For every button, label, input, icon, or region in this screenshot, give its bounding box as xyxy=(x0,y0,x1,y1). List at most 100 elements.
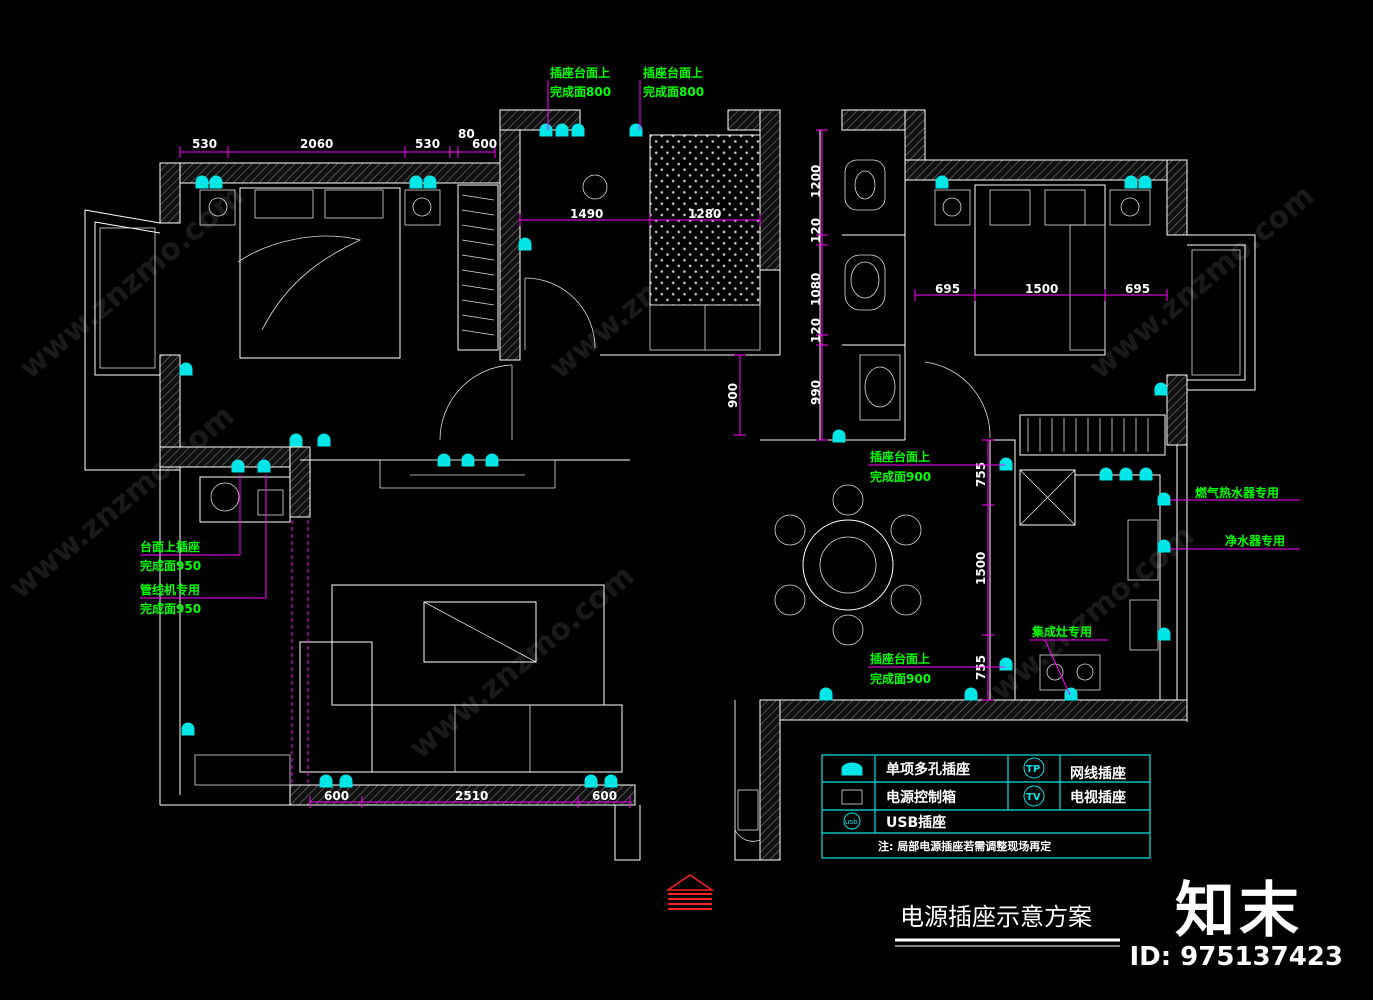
legend: usb TP TV 单项多孔插座 电源控制箱 USB插座 网线插座 电视插座 注… xyxy=(821,754,1151,859)
socket-icon xyxy=(339,774,353,788)
legend-note: 注: 局部电源插座若需调整现场再定 xyxy=(878,839,1051,853)
dim-label: 1080 xyxy=(809,273,823,306)
brand-logo: 知末 xyxy=(1175,876,1303,946)
dim-label: 530 xyxy=(415,137,440,151)
socket-icon xyxy=(209,175,223,189)
socket-icon xyxy=(935,175,949,189)
socket-icon xyxy=(539,123,553,137)
socket-icon xyxy=(409,175,423,189)
watermark-text: www.znzmo.com xyxy=(1083,178,1321,386)
socket-icon xyxy=(423,175,437,189)
socket-icon xyxy=(257,459,271,473)
socket-icon xyxy=(1138,175,1152,189)
dim-label: 1500 xyxy=(974,552,988,585)
legend-multi-socket: 单项多孔插座 xyxy=(886,761,970,778)
socket-icon xyxy=(1064,687,1078,701)
socket-icon xyxy=(317,433,331,447)
note-left1-2: 完成面950 xyxy=(140,558,201,573)
legend-usb: USB插座 xyxy=(886,814,946,831)
dim-label: 1500 xyxy=(1025,282,1058,296)
dim-label: 695 xyxy=(935,282,960,296)
socket-icon xyxy=(999,657,1013,671)
dim-label: 1200 xyxy=(809,165,823,198)
socket-symbols xyxy=(179,123,1171,788)
socket-icon xyxy=(485,453,499,467)
wardrobe-hangers xyxy=(461,194,495,336)
socket-icon xyxy=(1124,175,1138,189)
note-top2: 插座台面上 xyxy=(643,65,703,80)
socket-icon xyxy=(629,123,643,137)
socket-icon xyxy=(195,175,209,189)
socket-icon xyxy=(289,433,303,447)
socket-icon xyxy=(1157,492,1171,506)
dim-label: 600 xyxy=(472,137,497,151)
dim-label: 2510 xyxy=(455,789,488,803)
dining-table xyxy=(802,519,894,611)
socket-icon xyxy=(231,459,245,473)
socket-icon xyxy=(819,687,833,701)
socket-icon xyxy=(1119,467,1133,481)
watermark-text: www.znzmo.com xyxy=(13,178,251,386)
socket-icon xyxy=(319,774,333,788)
note-dine2: 插座台面上 xyxy=(870,651,930,666)
tp-icon xyxy=(1023,757,1045,779)
note-left1: 台面上插座 xyxy=(140,539,200,554)
dim-label: 80 xyxy=(458,127,475,141)
socket-icon xyxy=(571,123,585,137)
drawing-title: 电源插座示意方案 xyxy=(900,903,1092,931)
dim-label: 1490 xyxy=(570,207,603,221)
image-id: ID: 975137423 xyxy=(1129,942,1343,972)
socket-icon xyxy=(1154,382,1168,396)
dim-label: 990 xyxy=(809,380,823,405)
usb-icon xyxy=(843,812,861,830)
socket-icon xyxy=(1157,627,1171,641)
note-dine1-2: 完成面900 xyxy=(870,469,931,484)
wardrobe2-hangers xyxy=(1027,418,1149,452)
dim-label: 695 xyxy=(1125,282,1150,296)
tv-icon xyxy=(1023,785,1045,807)
dim-label: 600 xyxy=(324,789,349,803)
socket-icon xyxy=(832,429,846,443)
dim-label: 120 xyxy=(809,218,823,243)
dim-label: 2060 xyxy=(300,137,333,151)
note-top1-2: 完成面800 xyxy=(550,84,611,99)
master-bed xyxy=(239,187,401,359)
note-dine1: 插座台面上 xyxy=(870,449,930,464)
dim-label: 755 xyxy=(974,462,988,487)
note-gas-heater: 燃气热水器专用 xyxy=(1195,485,1279,500)
note-dine2-2: 完成面900 xyxy=(870,671,931,686)
north-arrow-icon xyxy=(665,874,715,910)
usb-icon-label: usb xyxy=(845,818,858,826)
socket-icon xyxy=(555,123,569,137)
note-left2: 管线机专用 xyxy=(140,582,200,597)
note-top2-2: 完成面800 xyxy=(643,84,704,99)
tv-icon-label: TV xyxy=(1026,792,1041,803)
socket-icon xyxy=(181,722,195,736)
socket-icon xyxy=(461,453,475,467)
dim-label: 530 xyxy=(192,137,217,151)
dim-label: 1280 xyxy=(688,207,721,221)
second-bed xyxy=(974,184,1106,356)
socket-icon xyxy=(584,774,598,788)
dim-label: 120 xyxy=(809,318,823,343)
note-stove: 集成灶专用 xyxy=(1031,624,1092,639)
dim-label: 600 xyxy=(592,789,617,803)
socket-icon xyxy=(179,362,193,376)
socket-icon xyxy=(999,457,1013,471)
multi-socket-icon xyxy=(841,762,863,776)
walls xyxy=(84,109,1256,861)
furniture xyxy=(194,134,1166,842)
power-box-icon xyxy=(841,789,863,805)
tp-icon-label: TP xyxy=(1026,764,1040,775)
legend-network: 网线插座 xyxy=(1070,765,1126,782)
socket-icon xyxy=(964,687,978,701)
note-water-purifier: 净水器专用 xyxy=(1225,533,1285,548)
socket-icon xyxy=(518,237,532,251)
socket-icon xyxy=(437,453,451,467)
socket-icon xyxy=(1157,539,1171,553)
legend-tv: 电视插座 xyxy=(1070,789,1126,806)
socket-icon xyxy=(604,774,618,788)
socket-icon xyxy=(1099,467,1113,481)
legend-power-box: 电源控制箱 xyxy=(886,789,956,806)
